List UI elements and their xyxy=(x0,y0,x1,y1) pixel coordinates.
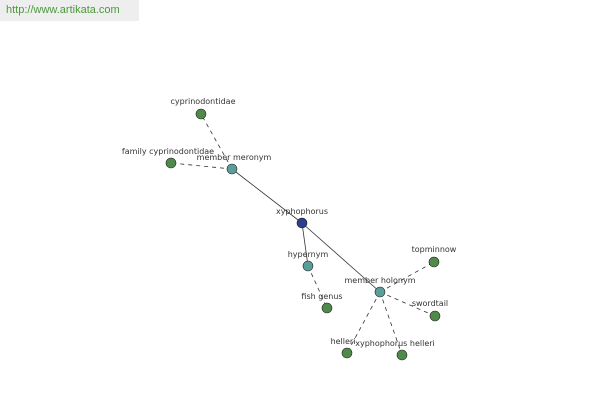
node-member-holonym-dot[interactable] xyxy=(374,286,386,298)
node-hypernym-label: hypernym xyxy=(288,250,329,259)
edge-member-holonym xyxy=(301,222,381,293)
node-topminnow-dot[interactable] xyxy=(428,256,440,268)
edge-swordtail xyxy=(379,291,436,317)
node-family-cyprinodontidae-label: family cyprinodontidae xyxy=(122,147,214,156)
node-member-meronym-dot[interactable] xyxy=(226,163,238,175)
node-hypernym[interactable]: hypernym xyxy=(288,250,329,272)
node-fish-genus-dot[interactable] xyxy=(321,302,333,314)
node-topminnow-label: topminnow xyxy=(412,245,457,254)
node-xyphophorus-helleri-label: xyphophorus helleri xyxy=(355,339,435,348)
edge-helleri xyxy=(346,291,381,354)
graph-nodes: xyphophorus member meronym hypernym member … xyxy=(122,97,457,361)
node-helleri-dot[interactable] xyxy=(341,347,353,359)
node-center-label: xyphophorus xyxy=(276,207,328,216)
node-family-cyprinodontidae-dot[interactable] xyxy=(165,157,177,169)
edge-hypernym xyxy=(301,222,309,267)
edge-cyprinodontidae xyxy=(200,113,233,170)
node-swordtail-dot[interactable] xyxy=(429,310,441,322)
node-swordtail[interactable]: swordtail xyxy=(412,299,448,322)
edge-member-meronym xyxy=(231,168,303,224)
node-center[interactable]: xyphophorus xyxy=(276,207,328,229)
node-helleri-label: helleri xyxy=(331,337,356,346)
node-center-dot[interactable] xyxy=(296,217,308,229)
url-banner: http://www.artikata.com xyxy=(0,0,139,21)
node-member-holonym-label: member holonym xyxy=(344,276,415,285)
edge-xyphophorus-helleri xyxy=(379,291,403,356)
node-hypernym-dot[interactable] xyxy=(302,260,314,272)
node-xyphophorus-helleri-dot[interactable] xyxy=(396,349,408,361)
node-swordtail-label: swordtail xyxy=(412,299,448,308)
node-xyphophorus-helleri[interactable]: xyphophorus helleri xyxy=(355,339,435,361)
node-member-meronym[interactable]: member meronym xyxy=(197,153,272,175)
node-member-holonym[interactable]: member holonym xyxy=(344,276,416,298)
node-topminnow[interactable]: topminnow xyxy=(412,245,457,268)
edge-family-cyprinodontidae xyxy=(170,162,233,170)
edge-topminnow xyxy=(379,261,435,293)
node-helleri[interactable]: helleri xyxy=(331,337,356,359)
graph-edges xyxy=(170,113,436,356)
node-family-cyprinodontidae[interactable]: family cyprinodontidae xyxy=(122,147,214,169)
node-fish-genus[interactable]: fish genus xyxy=(301,292,343,314)
node-fish-genus-label: fish genus xyxy=(301,292,342,301)
site-url[interactable]: http://www.artikata.com xyxy=(6,4,120,16)
node-member-meronym-label: member meronym xyxy=(197,153,272,162)
node-cyprinodontidae[interactable]: cyprinodontidae xyxy=(171,97,236,120)
node-cyprinodontidae-dot[interactable] xyxy=(195,108,207,120)
edge-fish-genus xyxy=(307,265,328,309)
node-cyprinodontidae-label: cyprinodontidae xyxy=(171,97,236,106)
